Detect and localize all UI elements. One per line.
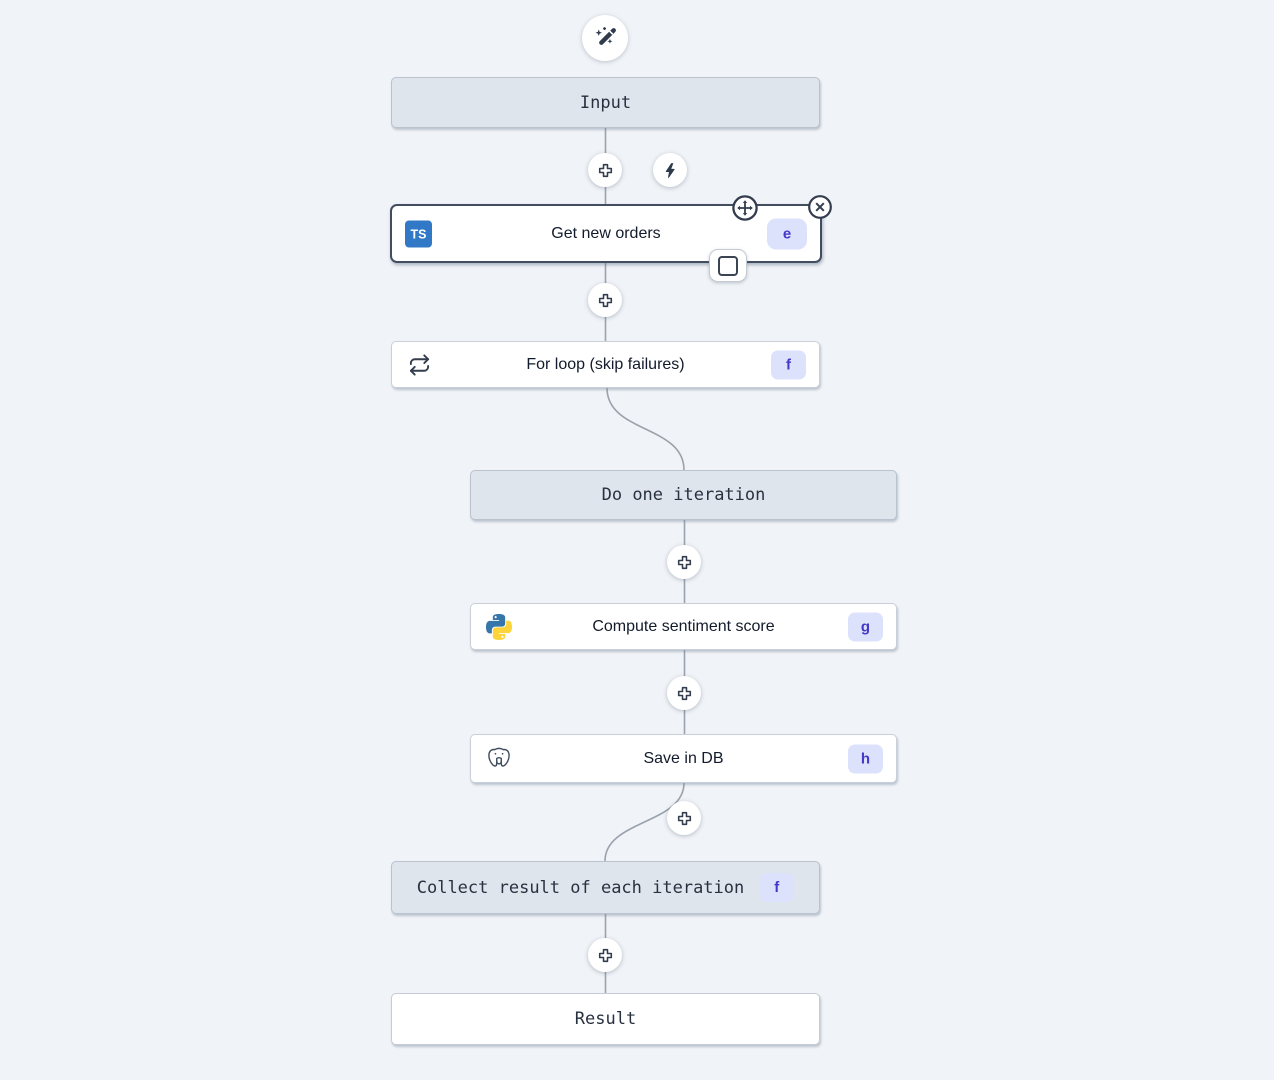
move-node-handle[interactable] xyxy=(731,194,759,222)
flow-trigger-button[interactable] xyxy=(582,15,628,61)
node-id-badge: f xyxy=(759,873,795,902)
add-step-button[interactable] xyxy=(667,676,701,710)
node-compute-sentiment-score[interactable]: Compute sentiment score g xyxy=(470,603,897,650)
plus-icon xyxy=(597,292,614,309)
node-collect-result[interactable]: Collect result of each iteration f xyxy=(391,861,820,914)
node-id-badge: e xyxy=(767,218,807,249)
add-step-button[interactable] xyxy=(588,938,622,972)
node-for-loop[interactable]: For loop (skip failures) f xyxy=(391,341,820,388)
trigger-run-button[interactable] xyxy=(653,153,687,187)
node-do-one-iteration[interactable]: Do one iteration xyxy=(470,470,897,520)
plus-icon xyxy=(597,947,614,964)
typescript-icon: TS xyxy=(405,220,432,247)
node-input[interactable]: Input xyxy=(391,77,820,128)
node-compute-sentiment-score-label: Compute sentiment score xyxy=(592,617,775,635)
close-icon xyxy=(807,194,833,220)
node-save-in-db[interactable]: Save in DB h xyxy=(470,734,897,783)
node-get-new-orders-label: Get new orders xyxy=(551,224,661,242)
expand-box-icon xyxy=(718,255,738,276)
plus-icon xyxy=(676,685,693,702)
postgresql-elephant-icon xyxy=(486,746,512,772)
node-for-loop-label: For loop (skip failures) xyxy=(526,355,685,373)
node-input-label: Input xyxy=(579,92,632,113)
node-do-one-iteration-label: Do one iteration xyxy=(601,485,766,505)
plus-icon xyxy=(597,162,614,179)
node-id-badge: f xyxy=(771,350,806,379)
delete-node-button[interactable] xyxy=(807,194,833,220)
expand-node-button[interactable] xyxy=(709,249,747,282)
node-id-badge: g xyxy=(848,612,883,641)
repeat-icon xyxy=(408,353,431,376)
node-result[interactable]: Result xyxy=(391,993,820,1045)
node-collect-result-label: Collect result of each iteration xyxy=(416,877,745,898)
magic-wand-icon xyxy=(592,25,619,52)
python-icon xyxy=(486,613,512,640)
move-crosshair-icon xyxy=(731,194,759,222)
add-step-button[interactable] xyxy=(667,801,701,835)
node-id-badge: h xyxy=(848,744,883,773)
bolt-icon xyxy=(662,162,679,179)
add-step-button[interactable] xyxy=(588,283,622,317)
plus-icon xyxy=(676,554,693,571)
node-result-label: Result xyxy=(574,1009,637,1029)
add-step-button[interactable] xyxy=(667,545,701,579)
add-step-button[interactable] xyxy=(588,153,622,187)
node-save-in-db-label: Save in DB xyxy=(643,749,724,767)
plus-icon xyxy=(676,810,693,827)
